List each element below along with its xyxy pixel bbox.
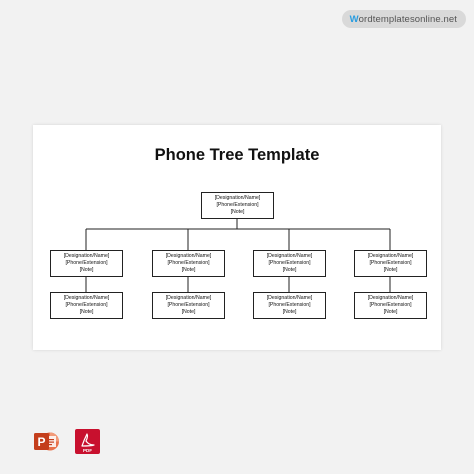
node-note: [Note] xyxy=(181,267,196,273)
node-phone: [Phone/Extension] xyxy=(216,202,259,208)
powerpoint-letter: P xyxy=(37,435,45,449)
node-designation: [Designation/Name] xyxy=(367,253,414,259)
node-note: [Note] xyxy=(383,267,398,273)
level1-node-3: [Designation/Name] [Phone/Extension] [No… xyxy=(253,250,326,277)
node-phone: [Phone/Extension] xyxy=(167,260,210,266)
node-phone: [Phone/Extension] xyxy=(268,260,311,266)
node-phone: [Phone/Extension] xyxy=(369,260,412,266)
node-note: [Note] xyxy=(282,309,297,315)
node-note: [Note] xyxy=(383,309,398,315)
level1-node-1: [Designation/Name] [Phone/Extension] [No… xyxy=(50,250,123,277)
node-phone: [Phone/Extension] xyxy=(268,302,311,308)
node-note: [Note] xyxy=(230,209,245,215)
level2-node-1: [Designation/Name] [Phone/Extension] [No… xyxy=(50,292,123,319)
node-designation: [Designation/Name] xyxy=(266,295,313,301)
node-designation: [Designation/Name] xyxy=(266,253,313,259)
pdf-icon[interactable]: PDF xyxy=(74,428,101,455)
watermark-text: ordtemplatesonline.net xyxy=(358,13,457,25)
node-phone: [Phone/Extension] xyxy=(167,302,210,308)
level2-node-4: [Designation/Name] [Phone/Extension] [No… xyxy=(354,292,427,319)
node-designation: [Designation/Name] xyxy=(63,295,110,301)
node-designation: [Designation/Name] xyxy=(165,253,212,259)
diagram-title: Phone Tree Template xyxy=(154,146,320,164)
node-note: [Note] xyxy=(79,267,94,273)
pdf-label: PDF xyxy=(83,448,92,453)
node-phone: [Phone/Extension] xyxy=(65,260,108,266)
node-designation: [Designation/Name] xyxy=(165,295,212,301)
node-phone: [Phone/Extension] xyxy=(369,302,412,308)
root-node: [Designation/Name] [Phone/Extension] [No… xyxy=(201,192,274,219)
node-note: [Note] xyxy=(79,309,94,315)
level1-node-4: [Designation/Name] [Phone/Extension] [No… xyxy=(354,250,427,277)
node-note: [Note] xyxy=(282,267,297,273)
level2-node-2: [Designation/Name] [Phone/Extension] [No… xyxy=(152,292,225,319)
node-designation: [Designation/Name] xyxy=(214,195,261,201)
node-note: [Note] xyxy=(181,309,196,315)
node-phone: [Phone/Extension] xyxy=(65,302,108,308)
node-designation: [Designation/Name] xyxy=(367,295,414,301)
level2-node-3: [Designation/Name] [Phone/Extension] [No… xyxy=(253,292,326,319)
level1-node-2: [Designation/Name] [Phone/Extension] [No… xyxy=(152,250,225,277)
watermark-first-letter: W xyxy=(349,13,359,25)
powerpoint-icon[interactable]: P xyxy=(33,428,60,455)
node-designation: [Designation/Name] xyxy=(63,253,110,259)
